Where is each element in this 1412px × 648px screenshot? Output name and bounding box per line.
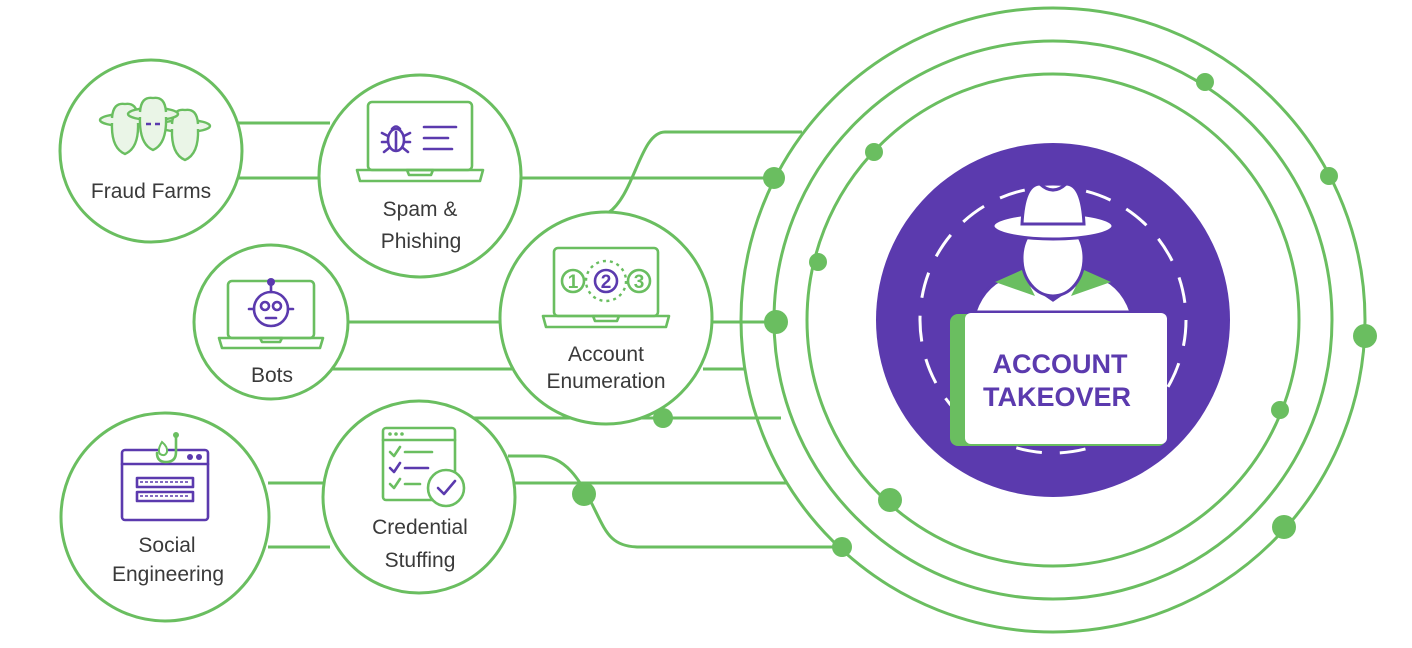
dot	[653, 408, 673, 428]
step-number: 3	[634, 272, 645, 293]
connector-enumeration-top-curve	[607, 130, 802, 215]
connector-dots	[572, 73, 1377, 557]
node-social-engineering: Social Engineering	[59, 411, 271, 623]
node-spam-phishing: Spam & Phishing	[317, 73, 523, 279]
node-label-line-2: Enumeration	[546, 370, 665, 393]
dot	[1353, 324, 1377, 348]
dot	[572, 482, 596, 506]
checklist-icon	[381, 426, 466, 508]
hatted-figures-icon	[98, 96, 212, 162]
node-circle	[58, 58, 244, 244]
connector-credential-curve	[508, 454, 842, 549]
node-label-line-1: Social	[138, 534, 195, 557]
node-circle	[192, 243, 350, 401]
step-number: 2	[601, 272, 612, 293]
center-title-line-1: ACCOUNT	[993, 349, 1128, 379]
inner-ring	[805, 72, 1301, 568]
node-label: Fraud Farms	[91, 180, 211, 203]
hub-dashed-ring	[918, 185, 1188, 455]
laptop-robot-icon	[217, 278, 325, 350]
node-label-line-1: Account	[568, 343, 644, 366]
dot	[865, 143, 883, 161]
laptop-screen	[965, 313, 1167, 444]
dot	[832, 537, 852, 557]
node-bots: Bots	[192, 243, 350, 401]
laptop-numbers-icon: 1 2 3	[541, 246, 671, 329]
account-takeover-hub: ACCOUNT TAKEOVER	[876, 143, 1230, 497]
orbit-rings	[739, 6, 1367, 634]
node-label-line-1: Spam &	[383, 198, 458, 221]
hacker-laptop-icon	[950, 182, 1167, 446]
node-credential-stuffing: Credential Stuffing	[321, 399, 517, 595]
node-label: Bots	[251, 364, 293, 387]
dot	[809, 253, 827, 271]
node-account-enumeration: 1 2 3 Account Enumeration	[498, 210, 714, 426]
node-circle	[321, 399, 517, 595]
node-label-line-1: Credential	[372, 516, 468, 539]
node-fraud-farms: Fraud Farms	[58, 58, 244, 244]
node-label-line-2: Phishing	[381, 230, 462, 253]
node-label-line-2: Engineering	[112, 563, 224, 586]
outer-ring	[739, 6, 1367, 634]
laptop-bug-icon	[355, 100, 485, 183]
dot	[764, 310, 788, 334]
dot	[1320, 167, 1338, 185]
dot	[763, 167, 785, 189]
step-number: 1	[568, 272, 579, 293]
dot	[878, 488, 902, 512]
dot	[1271, 401, 1289, 419]
dot	[1196, 73, 1214, 91]
browser-hook-icon	[120, 432, 210, 522]
center-title-line-2: TAKEOVER	[983, 382, 1131, 412]
dot	[1272, 515, 1296, 539]
node-label-line-2: Stuffing	[385, 549, 456, 572]
